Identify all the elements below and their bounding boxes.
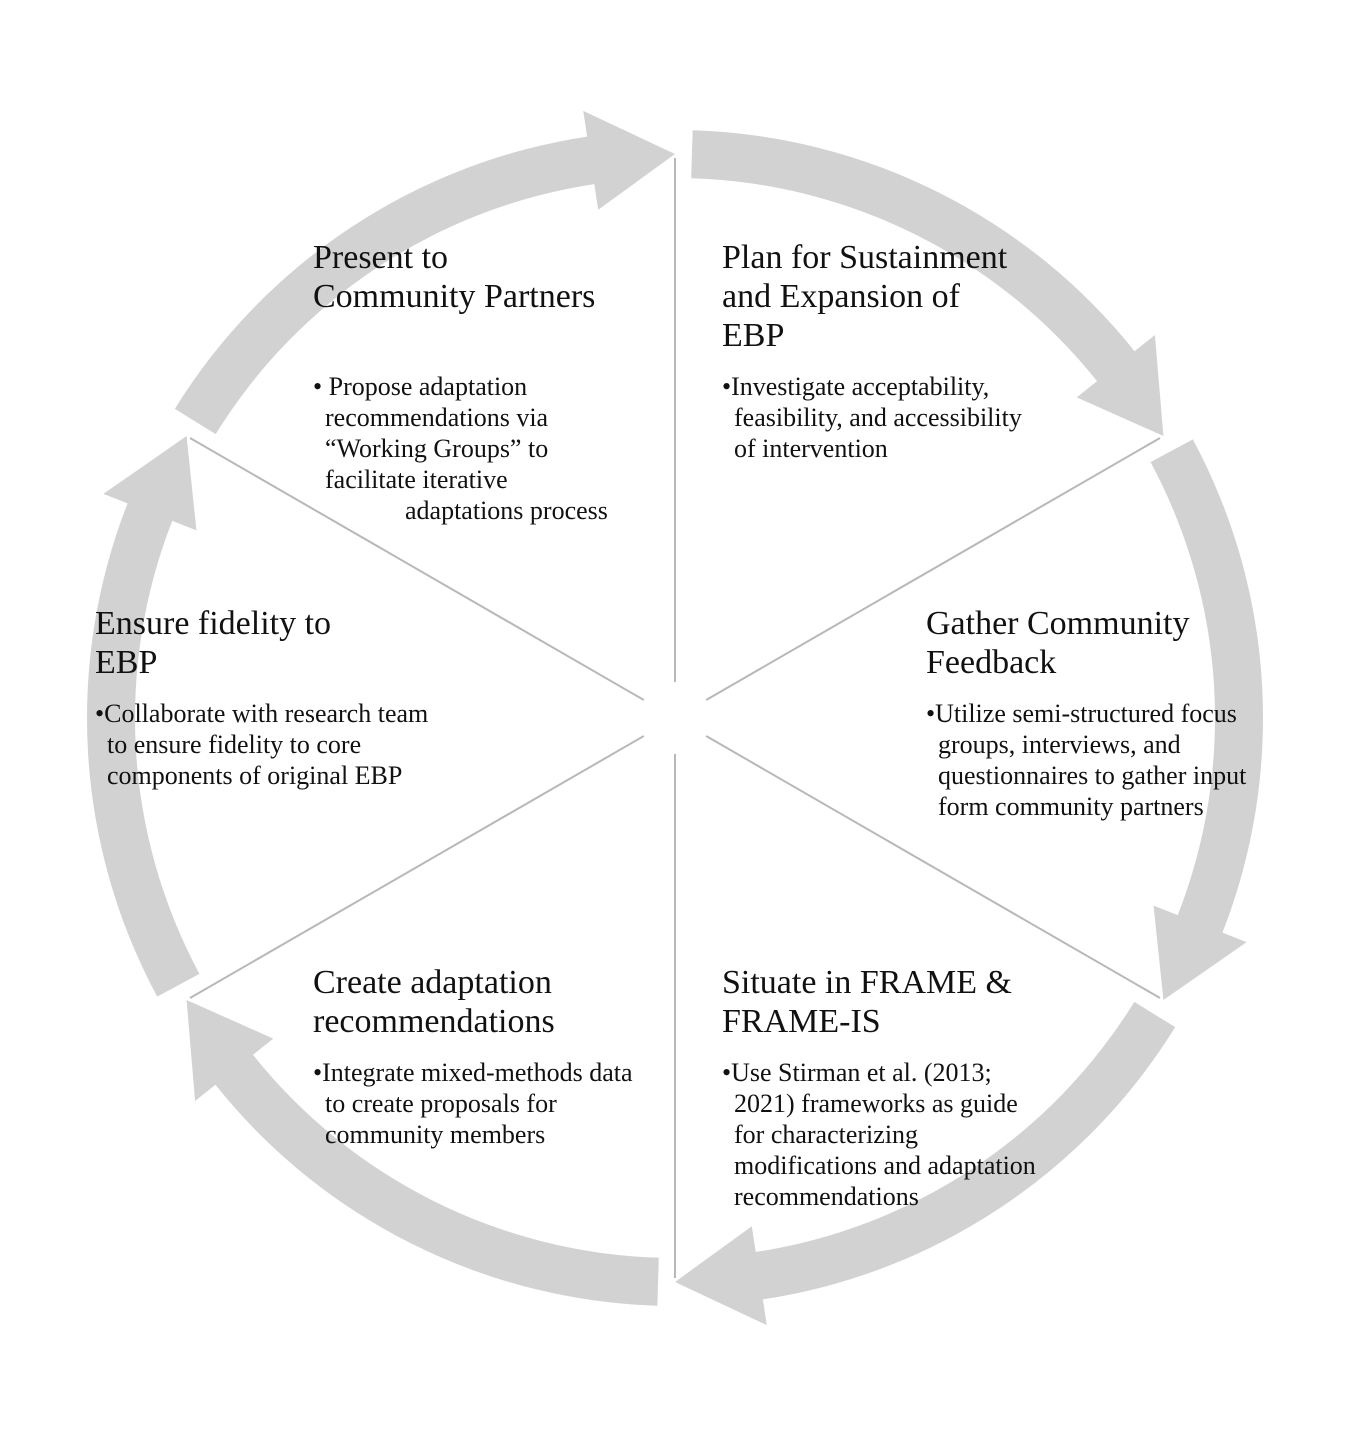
cycle-arrow-create	[186, 1000, 659, 1306]
segment-dividers	[189, 158, 1161, 1278]
segment-divider-2	[705, 437, 1161, 701]
segment-bullet-present-line-1: Propose adaptation recommendations via “…	[325, 372, 549, 494]
segment-bullet-create: Integrate mixed-methods data to create p…	[313, 1057, 645, 1150]
segment-title-plan: Plan for Sustainment and Expansion of EB…	[722, 239, 1008, 354]
cycle-arrow-plan	[691, 130, 1164, 436]
cycle-arrow-ensure	[86, 436, 200, 997]
segment-bullet-present-line-2: adaptations process	[405, 496, 608, 525]
segment-title-present: Present to Community Partners	[313, 239, 596, 315]
segment-divider-3	[705, 735, 1161, 999]
cycle-arrow-situate	[675, 1001, 1176, 1326]
segment-bullet-present: Propose adaptation recommendations via “…	[313, 371, 615, 526]
segment-bullet-plan: Investigate acceptability, feasibility, …	[722, 371, 1044, 464]
segment-bullet-situate: Use Stirman et al. (2013; 2021) framewor…	[722, 1057, 1046, 1212]
segment-title-situate: Situate in FRAME & FRAME-IS	[722, 964, 1012, 1040]
cycle-arrow-present	[174, 110, 675, 435]
segment-divider-6	[189, 437, 645, 701]
segment-bullet-ensure: Collaborate with research team to ensure…	[95, 698, 437, 791]
segment-divider-5	[189, 735, 645, 999]
cycle-arrows	[86, 110, 1263, 1326]
segment-title-ensure: Ensure fidelity to EBP	[95, 605, 332, 681]
cycle-arrow-gather	[1150, 439, 1263, 1000]
segment-title-gather: Gather Community Feedback	[926, 605, 1190, 681]
segment-bullet-gather: Utilize semi-structured focus groups, in…	[926, 698, 1256, 822]
segment-title-create: Create adaptation recommendations	[313, 964, 555, 1040]
